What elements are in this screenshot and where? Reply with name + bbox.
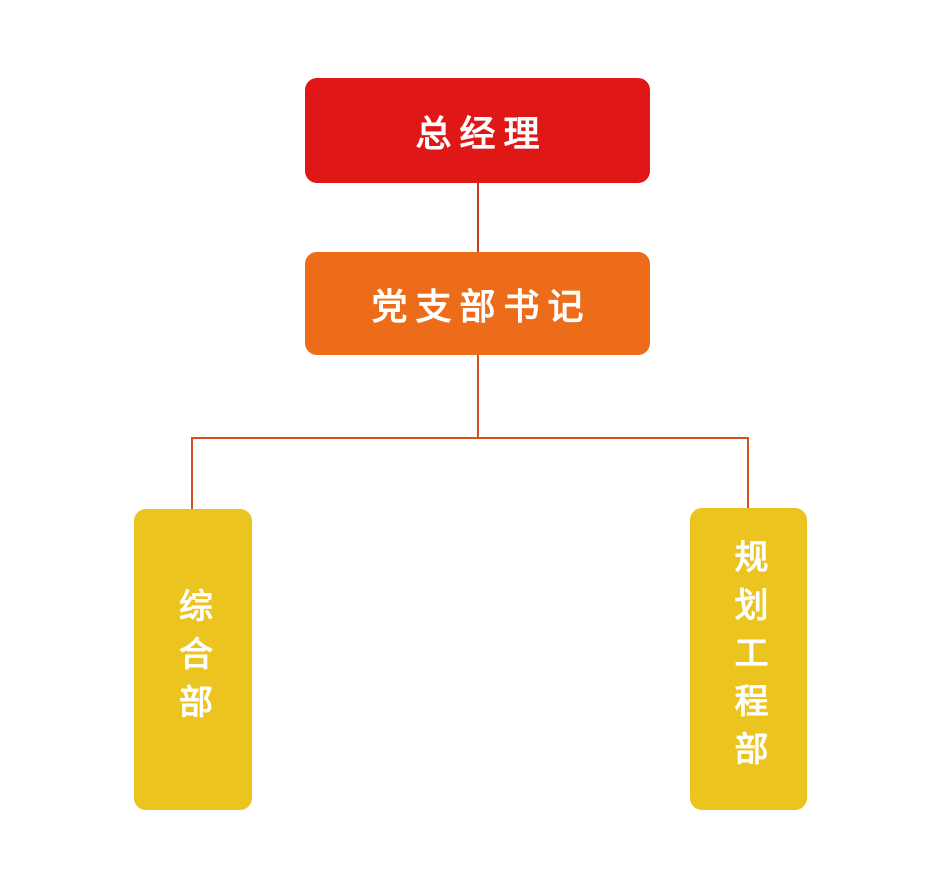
node-general-affairs-dept-label: 综合部 [172, 587, 213, 732]
node-planning-engineering-dept-label: 规划工程部 [728, 539, 768, 779]
connector-branch-left-drop [191, 437, 193, 510]
connector-root-to-secretary [477, 183, 479, 253]
node-general-affairs-dept: 综合部 [134, 509, 252, 810]
node-party-branch-secretary: 党支部书记 [305, 252, 650, 355]
node-general-manager-label: 总经理 [415, 113, 548, 155]
node-general-manager: 总经理 [305, 78, 650, 183]
connector-branch-horizontal [191, 437, 749, 439]
connector-branch-right-drop [747, 437, 749, 510]
connector-secretary-stem [477, 355, 479, 438]
node-planning-engineering-dept: 规划工程部 [690, 508, 807, 810]
node-party-branch-secretary-label: 党支部书记 [371, 286, 592, 328]
